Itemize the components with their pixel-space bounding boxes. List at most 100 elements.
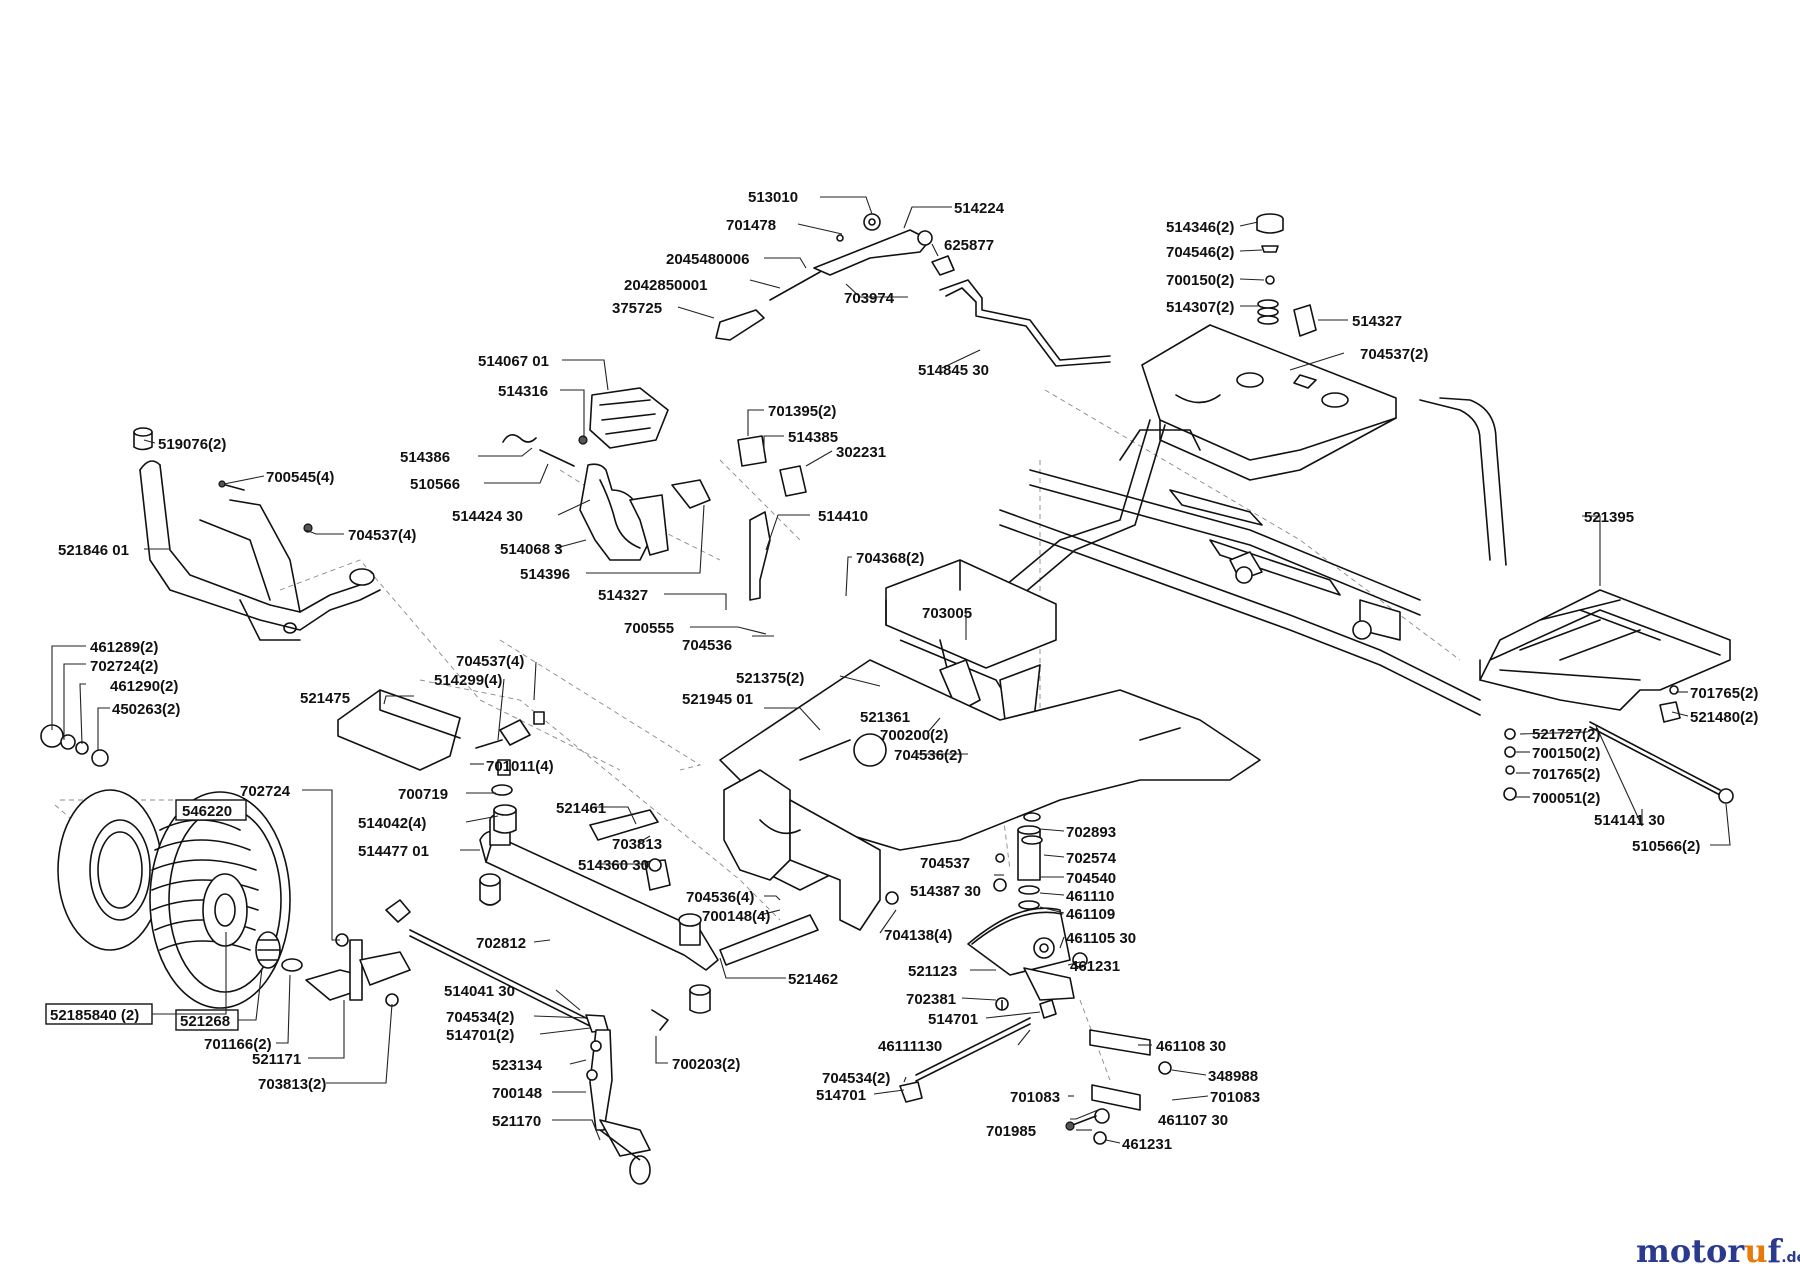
label-514385: 514385	[788, 429, 838, 446]
label-701395-2: 701395(2)	[768, 403, 836, 420]
label-514316: 514316	[498, 383, 548, 400]
label-461231: 461231	[1070, 958, 1120, 975]
label-701083b: 701083	[1210, 1089, 1260, 1106]
label-513010: 513010	[748, 189, 798, 206]
steering-sector-gear	[967, 812, 1088, 1011]
label-521361: 521361	[860, 709, 910, 726]
label-704534-2: 704534(2)	[446, 1009, 514, 1026]
label-514041-30: 514041 30	[444, 983, 515, 1000]
label-521475: 521475	[300, 690, 350, 707]
label-521846-01: 521846 01	[58, 542, 129, 559]
label-703974: 703974	[844, 290, 895, 307]
label-704546-2: 704546(2)	[1166, 244, 1234, 261]
label-702574: 702574	[1066, 850, 1117, 867]
label-704540: 704540	[1066, 870, 1116, 887]
label-701478: 701478	[726, 217, 776, 234]
logo-text-1: motor	[1636, 1232, 1745, 1270]
label-514477-01: 514477 01	[358, 843, 429, 860]
label-514067-01: 514067 01	[478, 353, 549, 370]
label-514307-2: 514307(2)	[1166, 299, 1234, 316]
label-704138-4: 704138(4)	[884, 927, 952, 944]
label-514141-30: 514141 30	[1594, 812, 1665, 829]
footrest-plate	[337, 689, 545, 771]
label-514701-2: 514701(2)	[446, 1027, 514, 1044]
label-521123: 521123	[908, 963, 957, 980]
label-702381: 702381	[906, 991, 956, 1008]
label-704536: 704536	[682, 637, 732, 654]
label-701765-2b: 701765(2)	[1532, 766, 1600, 783]
label-700150-2b: 700150(2)	[1532, 745, 1600, 762]
label-702724-2: 702724(2)	[90, 658, 158, 675]
label-514224: 514224	[954, 200, 1005, 217]
label-521945-01: 521945 01	[682, 691, 753, 708]
label-52185840-2: 52185840 (2)	[50, 1007, 139, 1024]
label-514068-3: 514068 3	[500, 541, 563, 558]
label-461289-2: 461289(2)	[90, 639, 158, 656]
label-704534-2b: 704534(2)	[822, 1070, 890, 1087]
label-521727-2: 521727(2)	[1532, 726, 1600, 743]
label-461107-30: 461107 30	[1158, 1112, 1228, 1129]
motoruf-logo: motoruf.de	[1636, 1232, 1800, 1270]
label-510566: 510566	[410, 476, 460, 493]
label-700051-2: 700051(2)	[1532, 790, 1600, 807]
front-axle	[479, 759, 819, 1014]
logo-text-3: f	[1767, 1232, 1782, 1270]
label-514396: 514396	[520, 566, 570, 583]
label-521170: 521170	[492, 1113, 541, 1130]
label-523134: 523134	[492, 1057, 543, 1074]
label-375725: 375725	[612, 300, 662, 317]
chassis-frame	[719, 324, 1731, 931]
label-514701: 514701	[928, 1011, 978, 1028]
label-461108-30: 461108 30	[1156, 1038, 1226, 1055]
label-302231: 302231	[836, 444, 886, 461]
label-514386: 514386	[400, 449, 450, 466]
label-514299-4: 514299(4)	[434, 672, 502, 689]
label-700148: 700148	[492, 1085, 542, 1102]
label-514410: 514410	[818, 508, 868, 525]
boxed-label-frames	[45, 799, 247, 1031]
label-702893: 702893	[1066, 824, 1116, 841]
label-2045480006: 2045480006	[666, 251, 749, 268]
label-514387-30: 514387 30	[910, 883, 981, 900]
steering-spindles	[305, 685, 1734, 1185]
label-514424-30: 514424 30	[452, 508, 523, 525]
label-700203-2: 700203(2)	[672, 1056, 740, 1073]
label-514701b: 514701	[816, 1087, 866, 1104]
label-461105-30: 461105 30	[1066, 930, 1136, 947]
front-wheel	[40, 724, 303, 1009]
label-704537: 704537	[920, 855, 970, 872]
label-461109: 461109	[1066, 906, 1115, 923]
label-2042850001: 2042850001	[624, 277, 707, 294]
label-702812: 702812	[476, 935, 526, 952]
label-704536-4: 704536(4)	[686, 889, 754, 906]
label-46111130: 46111130	[878, 1038, 942, 1055]
label-700148-4: 700148(4)	[702, 908, 770, 925]
tank-cap-parts	[1256, 213, 1317, 396]
label-514327b: 514327	[598, 587, 648, 604]
label-625877: 625877	[944, 237, 994, 254]
pedal-assembly	[502, 387, 807, 601]
label-704537-4: 704537(4)	[348, 527, 416, 544]
logo-tld: .de	[1781, 1250, 1800, 1266]
label-461231b: 461231	[1122, 1136, 1172, 1153]
label-703813-2: 703813(2)	[258, 1076, 326, 1093]
label-703005: 703005	[922, 605, 972, 622]
label-701083a: 701083	[1010, 1089, 1060, 1106]
label-521375-2: 521375(2)	[736, 670, 804, 687]
label-514845-30: 514845 30	[918, 362, 989, 379]
label-546220: 546220	[182, 803, 232, 820]
label-514042-4: 514042(4)	[358, 815, 426, 832]
label-701011-4: 701011(4)	[486, 758, 554, 775]
label-521480-2: 521480(2)	[1690, 709, 1758, 726]
label-461290-2: 461290(2)	[110, 678, 178, 695]
part-labels: 513010 514224 701478 625877 2045480006 2…	[50, 189, 1758, 1153]
label-514360-30: 514360 30	[578, 857, 649, 874]
label-704536-2: 704536(2)	[894, 747, 962, 764]
label-700200-2: 700200(2)	[880, 727, 948, 744]
label-521462: 521462	[788, 971, 838, 988]
label-521268: 521268	[180, 1013, 230, 1030]
label-521461: 521461	[556, 800, 606, 817]
label-700555: 700555	[624, 620, 674, 637]
label-461110: 461110	[1066, 888, 1114, 905]
label-521395: 521395	[1584, 509, 1634, 526]
